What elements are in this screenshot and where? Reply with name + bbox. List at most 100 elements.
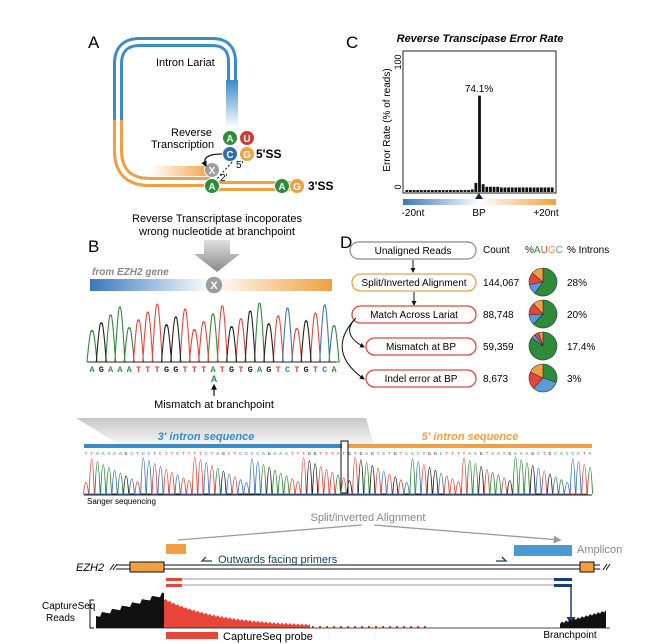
- rt-label-1: Reverse: [171, 127, 212, 139]
- branchpoint-label: Branchpoint: [543, 630, 597, 641]
- coverage-red-tail: [403, 626, 405, 628]
- sanger-base: C: [148, 451, 151, 457]
- sanger-base: G: [531, 451, 534, 457]
- read-red-1: [166, 578, 182, 581]
- sanger-base: G: [348, 451, 351, 457]
- svg-text:Split/Inverted Alignment: Split/Inverted Alignment: [361, 278, 466, 289]
- bar-pos--16: [419, 190, 423, 192]
- bar-pos--5: [459, 190, 463, 192]
- sequence-base: T: [220, 365, 225, 375]
- sanger-trace-A: [86, 456, 594, 495]
- sanger-base: A: [96, 451, 99, 457]
- bp-triangle: [475, 193, 483, 199]
- sequence-base: A: [89, 365, 95, 375]
- sanger-base: C: [440, 451, 443, 457]
- coverage-red-tail: [396, 626, 398, 628]
- sanger-base: C: [142, 451, 145, 457]
- sanger-base: C: [405, 451, 408, 457]
- sequence-base: C: [322, 365, 327, 375]
- lariat-orange-core: [116, 120, 214, 184]
- sequence-base: G: [248, 365, 253, 375]
- bar-pos-5: [496, 186, 500, 192]
- sequence-base: A: [127, 365, 133, 375]
- panel-c: C Reverse Transcipase Error Rate Error R…: [346, 33, 563, 219]
- sanger-base: A: [474, 451, 477, 457]
- bar-pos--14: [427, 190, 431, 192]
- sanger-base: T: [90, 451, 93, 457]
- svg-text:Indel error at BP: Indel error at BP: [385, 374, 458, 385]
- ezh2-label: EZH2: [76, 562, 104, 574]
- sanger-base: A: [274, 451, 277, 457]
- sanger-base: A: [279, 451, 282, 457]
- sanger-base: C: [537, 451, 540, 457]
- svg-text:17.4%: 17.4%: [567, 342, 595, 353]
- captureseq-label-1: CaptureSeq: [42, 601, 95, 612]
- sanger-base: T: [583, 451, 586, 457]
- bar-pos-13: [525, 187, 529, 192]
- sanger-base: A: [514, 451, 517, 457]
- svg-text:Mismatch at BP: Mismatch at BP: [386, 342, 456, 353]
- sanger-base: T: [400, 451, 403, 457]
- flow-row-0: Unaligned Reads: [349, 241, 477, 260]
- amplicon-label: Amplicon: [577, 544, 622, 556]
- gene-break-left-icon: [109, 563, 118, 571]
- sanger-base: T: [463, 451, 466, 457]
- svg-text:20%: 20%: [567, 310, 587, 321]
- split-line-right: [373, 524, 562, 544]
- flow-row-3: Mismatch at BP 59,359 17.4%: [365, 337, 595, 356]
- bar-pos--7: [452, 190, 456, 192]
- sequence-base: G: [173, 365, 178, 375]
- pie-slice-G: [538, 331, 544, 347]
- sanger-base: C: [251, 451, 254, 457]
- coverage-red-tail: [347, 626, 349, 628]
- bar-pos--15: [423, 190, 427, 192]
- sanger-base: T: [377, 451, 380, 457]
- sanger-base: G: [222, 451, 225, 457]
- panel-d: D Count %AUGC % Introns Unaligned Reads …: [340, 233, 609, 393]
- sequence-base: T: [192, 365, 197, 375]
- split-line-left: [177, 524, 363, 541]
- sanger-base: C: [554, 451, 557, 457]
- intron3-bar: [84, 444, 342, 448]
- bars: [405, 95, 554, 192]
- bar-pos--13: [430, 190, 434, 192]
- sequence-base: A: [331, 365, 337, 375]
- read-red-2: [166, 584, 182, 587]
- branch-link: [215, 161, 233, 181]
- coverage-red-tail: [417, 626, 419, 628]
- bar-pos-12: [521, 187, 525, 192]
- sanger-base: T: [211, 451, 214, 457]
- chromatogram: [86, 302, 340, 363]
- sanger-base: A: [262, 451, 265, 457]
- sanger-base: A: [491, 451, 494, 457]
- sanger-base: T: [188, 451, 191, 457]
- bar-pos-10: [514, 187, 518, 192]
- intron5-label: 5' intron sequence: [422, 431, 519, 443]
- read-navy-1: [554, 578, 572, 581]
- sanger-base: G: [125, 451, 128, 457]
- svg-text:C: C: [226, 150, 233, 161]
- prime5-label: 5': [236, 160, 244, 171]
- sanger-base: G: [371, 451, 374, 457]
- sequence-base: G: [266, 365, 271, 375]
- sanger-base: A: [119, 451, 122, 457]
- nucleotide-a-3ss: A: [274, 178, 290, 194]
- bar-pos-2: [485, 186, 489, 192]
- sanger-base: T: [457, 451, 460, 457]
- sanger-base: A: [285, 451, 288, 457]
- coverage-red-tail: [312, 626, 314, 628]
- sanger-base: C: [176, 451, 179, 457]
- sanger-base: T: [325, 451, 328, 457]
- sanger-base: T: [296, 451, 299, 457]
- blue-gradient-segment: [226, 80, 238, 128]
- sanger-base: T: [233, 451, 236, 457]
- cdna-gradient: [150, 166, 212, 176]
- bar-pos-8: [507, 187, 510, 192]
- svg-text:8,673: 8,673: [483, 374, 508, 385]
- sanger-base: T: [354, 451, 357, 457]
- sequence-base: T: [238, 365, 243, 375]
- sanger-base: T: [170, 451, 173, 457]
- sanger-base: T: [136, 451, 139, 457]
